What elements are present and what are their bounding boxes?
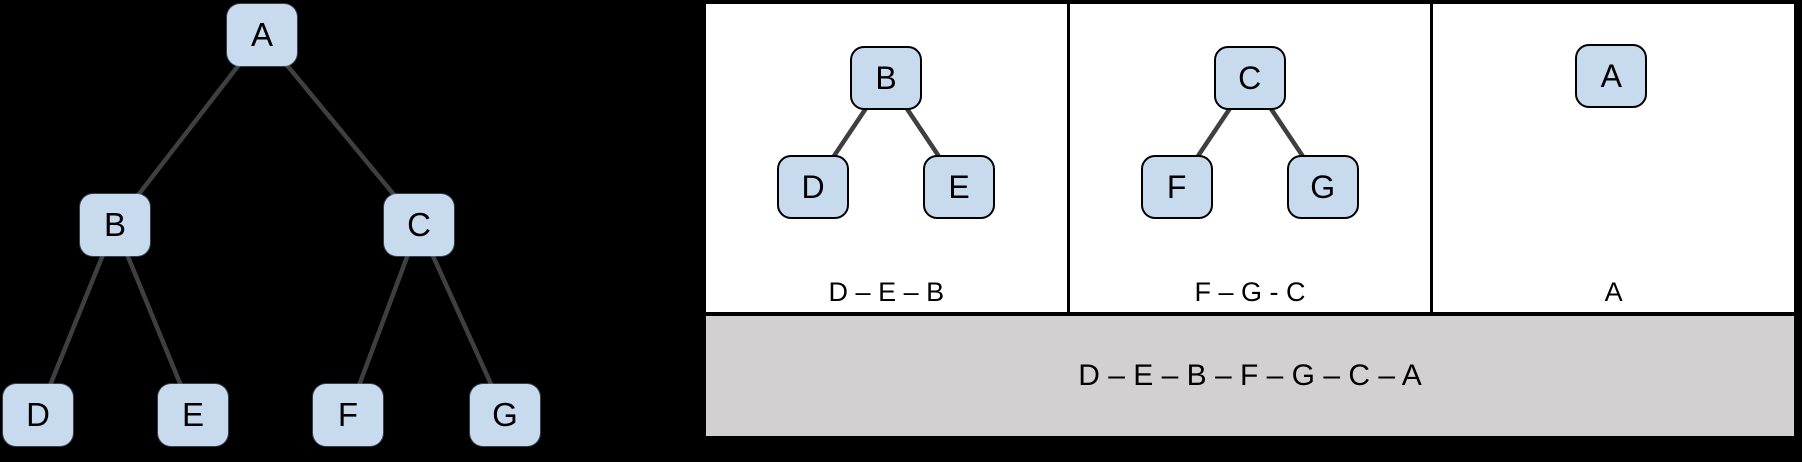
tree-node-g: G <box>470 384 540 446</box>
tree-node-e: E <box>158 384 228 446</box>
subtree-order-label: D – E – B <box>828 277 945 307</box>
tree-edge-b-d <box>35 224 118 416</box>
tree-edge-a-c <box>260 33 421 227</box>
subtree-node-e: E <box>923 155 995 219</box>
traversal-sequence-bar: D – E – B – F – G – C – A <box>706 312 1794 436</box>
tree-edge-b-e <box>112 224 196 416</box>
subtree-order-label: F – G - C <box>1194 277 1306 307</box>
tree-node-d: D <box>3 384 73 446</box>
subtree-node-d: D <box>777 155 849 219</box>
subtree-node-a: A <box>1575 44 1648 108</box>
subtree-panel-c: C F G F – G - C <box>1066 4 1431 312</box>
tree-node-c: C <box>384 194 454 256</box>
tree-edge-a-b <box>113 33 264 227</box>
subtree-panels-row: B D E D – E – B C F G F – G - C A A <box>706 4 1795 312</box>
traversal-sequence-text: D – E – B – F – G – C – A <box>1078 359 1422 392</box>
main-tree: A B C D E F G <box>0 0 600 462</box>
subtree-node-f: F <box>1140 155 1213 219</box>
tree-node-a: A <box>227 4 297 66</box>
tree-edge-c-f <box>345 224 422 416</box>
subtree-order-label: A <box>1604 277 1623 307</box>
subtree-node-b: B <box>850 46 922 110</box>
main-tree-edges <box>35 33 508 416</box>
tree-edge-c-g <box>416 224 508 416</box>
subtree-node-g: G <box>1286 155 1359 219</box>
subtree-panel-a: A A <box>1430 4 1795 312</box>
subtree-node-c: C <box>1213 46 1286 110</box>
subtree-panel-b: B D E D – E – B <box>706 4 1067 312</box>
traversal-panel: B D E D – E – B C F G F – G - C A A <box>702 0 1798 440</box>
tree-node-b: B <box>80 194 150 256</box>
tree-node-f: F <box>313 384 383 446</box>
